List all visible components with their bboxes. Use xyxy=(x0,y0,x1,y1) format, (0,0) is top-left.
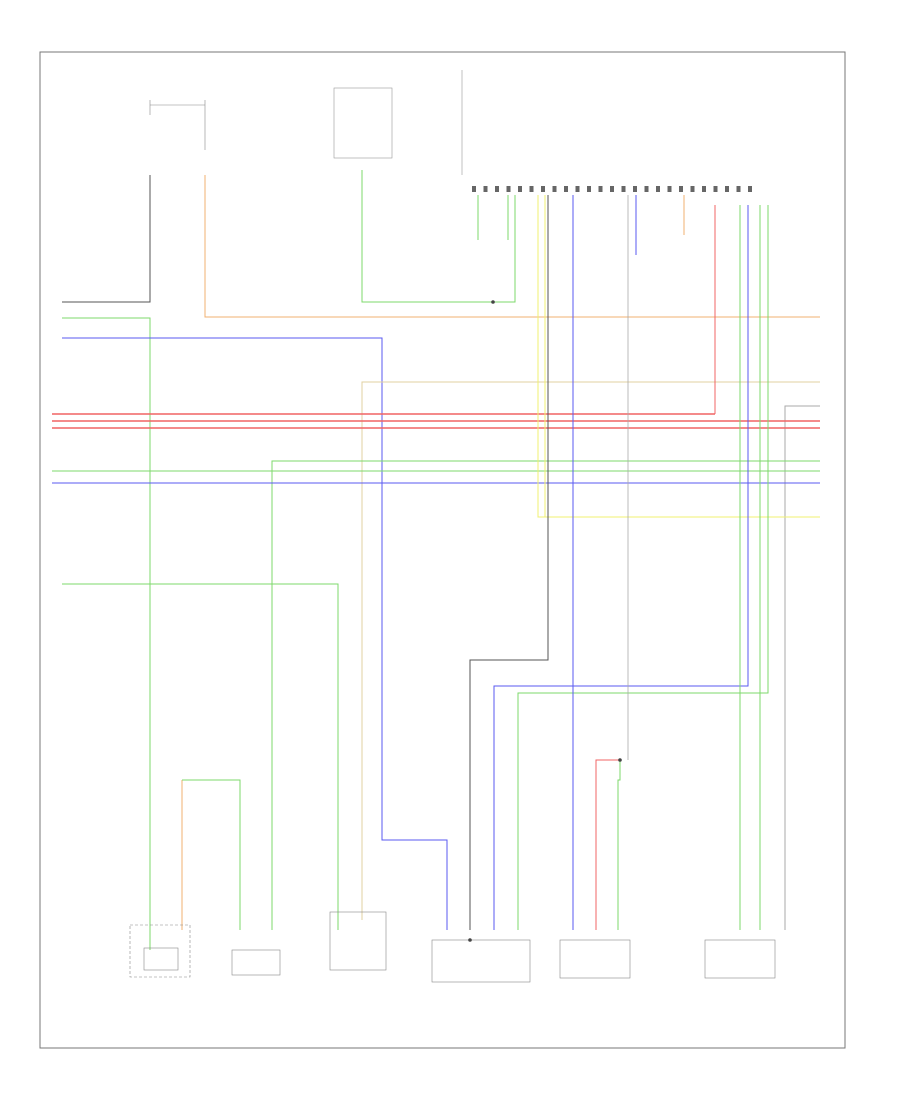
connector-pin xyxy=(725,186,729,192)
connector-pin xyxy=(587,186,591,192)
connector-pin xyxy=(679,186,683,192)
connector-pin xyxy=(564,186,568,192)
green-wire-fuel xyxy=(617,760,621,930)
connector-pin xyxy=(713,186,718,192)
connector-pin xyxy=(518,186,522,192)
green-wire-mid xyxy=(271,460,820,930)
blue-wire-upper xyxy=(62,337,448,930)
fuse-box-center xyxy=(333,87,393,159)
component-fuel-pressure-sensor xyxy=(559,939,631,979)
green-wire-switch xyxy=(182,779,241,930)
splice-dot xyxy=(491,300,495,304)
connector-pin xyxy=(748,186,752,192)
component-oil-pressure-transmitter xyxy=(704,939,776,979)
black-wire-abs xyxy=(469,195,549,930)
connector-pin xyxy=(495,186,499,192)
connector-pin xyxy=(529,186,534,192)
gray-wire xyxy=(784,405,820,930)
connector-pin xyxy=(506,186,511,192)
central-connector-strip xyxy=(472,186,752,192)
connector-pin xyxy=(702,186,706,192)
connector-pin xyxy=(552,186,557,192)
splice-dot xyxy=(618,758,622,762)
component-vehicle-speed-sensor xyxy=(129,924,191,978)
connector-pin xyxy=(656,186,660,192)
green-wire-fuse xyxy=(361,170,516,303)
green-wire-left xyxy=(62,317,151,950)
wire-harness xyxy=(52,170,820,950)
connector-pin xyxy=(621,186,626,192)
connector-pin xyxy=(598,186,603,192)
connector-pin xyxy=(644,186,649,192)
connector-pin xyxy=(736,186,741,192)
connector-pin xyxy=(483,186,488,192)
green-wire-abs xyxy=(517,205,769,930)
diagram-border xyxy=(39,51,846,1049)
red-wire-fuel xyxy=(595,759,620,930)
component-oil-pressure-switch xyxy=(231,949,281,976)
tan-wire xyxy=(361,381,820,920)
connector-pin xyxy=(633,186,637,192)
component-abs-sensor xyxy=(431,939,531,983)
yellow-wire xyxy=(537,195,820,518)
splice-dot xyxy=(468,938,472,942)
connector-pin xyxy=(541,186,545,192)
blue-wire-abs xyxy=(493,205,749,930)
connector-pin xyxy=(472,186,476,192)
connector-pin xyxy=(690,186,695,192)
connector-pin xyxy=(575,186,580,192)
connector-pin xyxy=(610,186,614,192)
connector-pin xyxy=(667,186,672,192)
orange-wire-top xyxy=(204,175,820,318)
component-fuel-level-sensor xyxy=(329,911,387,971)
green-wire-lower xyxy=(62,583,339,930)
fuse-relay-box-left xyxy=(149,100,206,150)
black-wire-main xyxy=(62,175,151,303)
